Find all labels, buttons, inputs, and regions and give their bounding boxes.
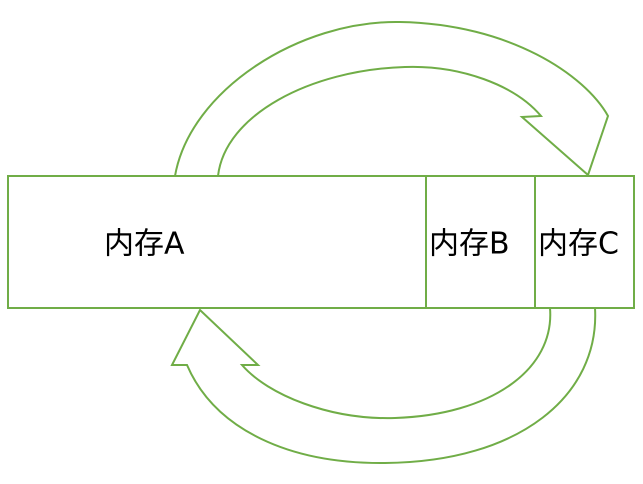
memory-block-c — [534, 175, 635, 309]
arrow-a-to-c — [173, 20, 610, 177]
arrow-c-to-a — [170, 307, 597, 465]
memory-block-a-label: 内存A — [104, 227, 185, 262]
memory-block-c-label: 内存C — [538, 227, 619, 262]
memory-block-a — [7, 175, 427, 309]
memory-block-b-label: 内存B — [429, 227, 510, 262]
memory-block-b — [425, 175, 536, 309]
